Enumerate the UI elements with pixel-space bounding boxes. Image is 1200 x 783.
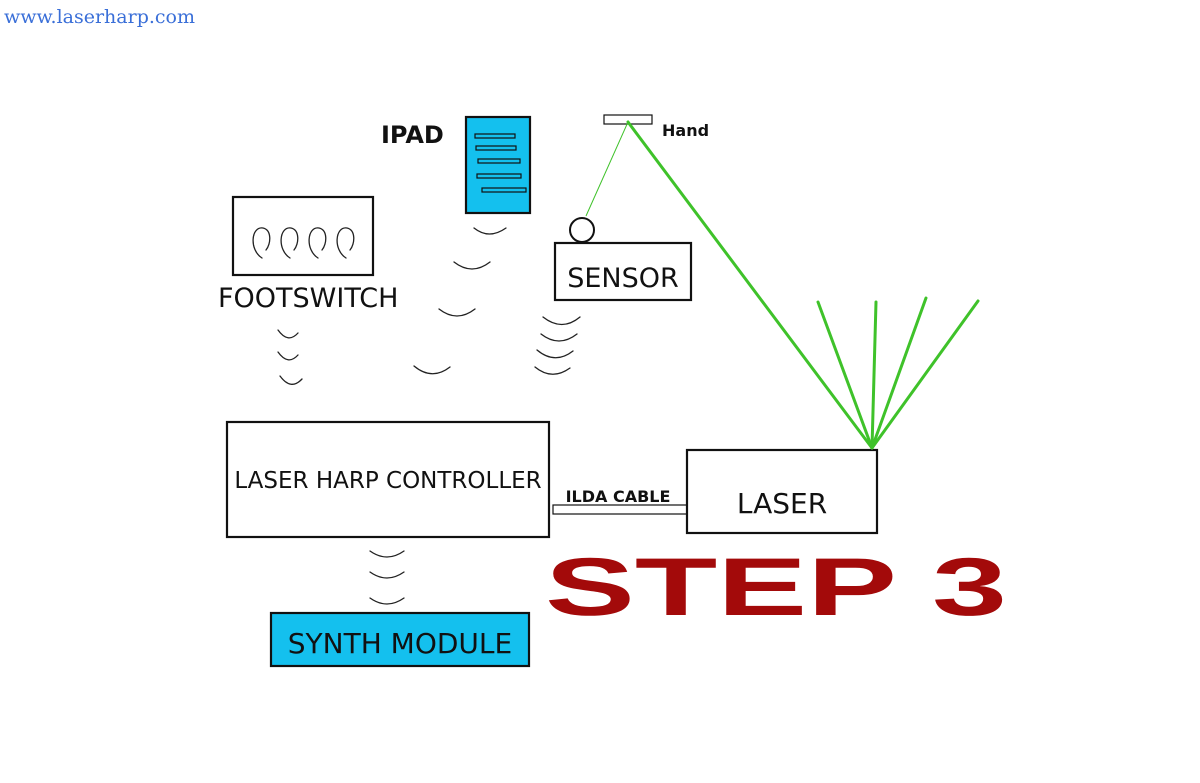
site-link[interactable]: www.laserharp.com (4, 6, 195, 28)
sensor-label: SENSOR (567, 263, 679, 294)
ipad-device (464, 115, 532, 215)
reflection-beam (585, 121, 629, 217)
controller-box (225, 420, 551, 539)
laser-box (685, 448, 879, 535)
step-title: STEP 3 (545, 542, 1007, 633)
ilda-cable-label: ILDA CABLE (566, 487, 671, 506)
ilda-cable (552, 504, 688, 515)
sensor-lens-icon (569, 217, 595, 243)
synth-module-label: SYNTH MODULE (288, 627, 512, 660)
ipad-label: IPAD (381, 121, 444, 149)
controller-label: LASER HARP CONTROLLER (234, 468, 541, 494)
laser-label: LASER (737, 487, 827, 520)
laser-beams (626, 120, 980, 450)
sensor-box (553, 241, 693, 302)
footswitch-box (231, 195, 375, 277)
hand-label: Hand (662, 121, 709, 140)
synth-module-box (269, 611, 531, 668)
wireless-signal-icon (277, 227, 581, 605)
footswitch-label: FOOTSWITCH (218, 283, 398, 314)
